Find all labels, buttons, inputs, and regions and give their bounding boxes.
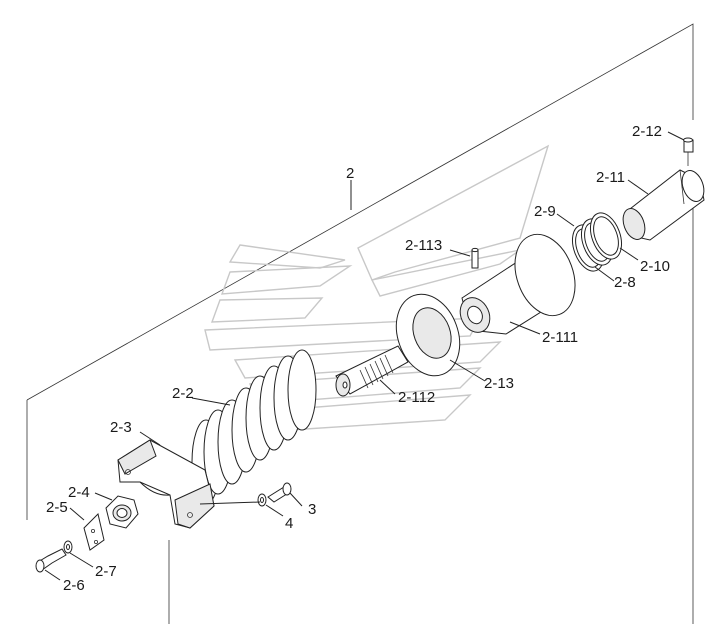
callout-4: 4	[285, 515, 293, 532]
callout-2-4: 2-4	[68, 484, 90, 501]
callout-2-3: 2-3	[110, 419, 132, 436]
callout-labels: 2 2-2 2-3 2-4 2-5 2-6 2-7 2-8 2-9 2-10 2…	[46, 123, 670, 594]
callout-2-8: 2-8	[614, 274, 636, 291]
small-bolt	[35, 548, 67, 573]
leader-lines	[44, 131, 685, 581]
callout-2-9: 2-9	[534, 203, 556, 220]
bracket	[117, 439, 215, 529]
washer	[257, 493, 267, 507]
small-washer	[63, 540, 73, 554]
grease-fitting	[683, 137, 694, 166]
callout-2-2: 2-2	[172, 385, 194, 402]
callout-2-112: 2-112	[398, 389, 435, 406]
pin	[471, 247, 479, 269]
callout-2: 2	[346, 165, 354, 182]
callout-2-7: 2-7	[95, 563, 117, 580]
seal-rings	[571, 212, 623, 272]
piston-rod	[335, 345, 409, 397]
rod-body	[459, 233, 576, 335]
callout-2-111: 2-111	[542, 329, 578, 346]
assembly-frame	[26, 23, 694, 624]
clip	[83, 513, 105, 551]
bolt	[267, 482, 292, 503]
callout-2-6: 2-6	[63, 577, 85, 594]
hex-nut	[105, 495, 139, 529]
callout-2-5: 2-5	[46, 499, 68, 516]
seal-plate	[395, 293, 461, 377]
callout-2-10: 2-10	[640, 258, 670, 275]
recoil-spring	[191, 349, 317, 505]
cylinder	[622, 169, 705, 241]
callout-2-13: 2-13	[484, 375, 514, 392]
callout-2-12: 2-12	[632, 123, 662, 140]
callout-3: 3	[308, 501, 316, 518]
watermark-logo	[204, 144, 550, 431]
callout-2-11: 2-11	[596, 169, 625, 186]
callout-2-113: 2-113	[405, 237, 442, 254]
